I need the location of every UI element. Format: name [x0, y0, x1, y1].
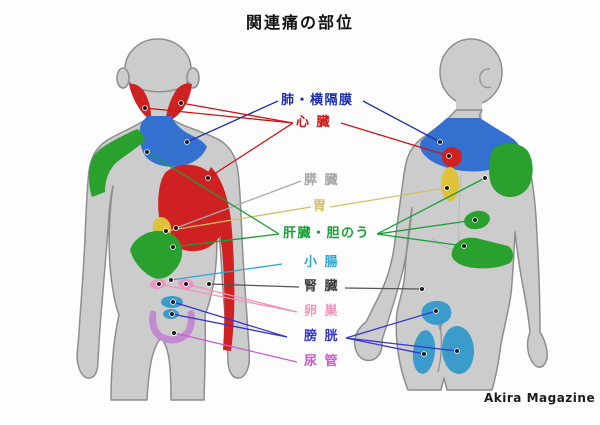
line-kidney-back — [344, 287, 423, 290]
line-heart-jaw-right — [180, 102, 294, 124]
line-bladder-sacrum — [345, 310, 437, 339]
line-kidney-front — [208, 283, 300, 288]
back-region-heart-spot — [442, 147, 462, 167]
line-bladder-buttock-left — [345, 337, 425, 355]
label-small-intestine: 小 腸 — [304, 255, 340, 270]
dot — [169, 311, 175, 317]
dot — [437, 139, 443, 145]
line-bladder-front-upper — [172, 301, 288, 338]
dot — [171, 330, 177, 336]
dot — [419, 286, 425, 292]
label-ovary: 卵 巣 — [304, 304, 340, 319]
line-small-intestine-front — [170, 263, 283, 281]
back-head — [439, 38, 503, 106]
dot — [446, 153, 452, 159]
line-stomach-back — [329, 187, 447, 208]
line-ovary-right — [185, 283, 298, 313]
line-liver-shoulder-front — [146, 151, 280, 235]
dot — [482, 175, 488, 181]
dot — [183, 281, 189, 287]
line-liver-flank-back — [376, 233, 465, 247]
dot — [168, 277, 174, 283]
page-title: 関連痛の部位 — [245, 13, 354, 32]
dot — [421, 351, 427, 357]
dot — [178, 100, 184, 106]
line-liver-oval-back — [376, 219, 476, 235]
dot — [433, 308, 439, 314]
line-liver-shoulder-back — [376, 177, 486, 235]
line-bladder-front-lower — [171, 313, 288, 338]
line-lung-back — [362, 100, 441, 143]
label-kidney: 腎 臓 — [304, 279, 340, 294]
line-ureter-front — [173, 332, 298, 363]
line-heart-jaw-left — [144, 107, 294, 124]
label-liver-gallbladder: 肝臓・胆のう — [283, 226, 371, 241]
label-ureter: 尿 管 — [304, 354, 340, 369]
back-region-liver-shoulder — [489, 143, 533, 197]
line-stomach-front — [165, 206, 312, 232]
front-region-lung-neck — [139, 116, 207, 167]
front-region-liver-shoulder — [89, 129, 145, 197]
dot — [170, 299, 176, 305]
line-liver-abdomen-front — [172, 233, 280, 248]
dot — [472, 217, 478, 223]
label-lung-diaphragm: 肺・横隔膜 — [281, 93, 354, 108]
front-region-ureter-arc — [149, 310, 195, 344]
back-ear-glyph — [479, 68, 492, 89]
dot — [184, 139, 190, 145]
anchor-dots — [142, 100, 488, 357]
front-region-heart-arm-strip — [204, 167, 235, 351]
label-pancreas: 膵 臓 — [304, 173, 340, 188]
dot — [444, 185, 450, 191]
label-bladder: 膀 胱 — [304, 329, 340, 344]
connector-lines — [144, 100, 486, 363]
dot — [173, 225, 179, 231]
line-pancreas-front — [175, 180, 302, 229]
line-heart-chest — [207, 122, 294, 179]
line-ovary-left — [158, 283, 298, 313]
dot — [205, 175, 211, 181]
dot — [170, 244, 176, 250]
dot — [142, 105, 148, 111]
front-region-liver-abdomen — [130, 230, 183, 279]
front-ear-left — [116, 67, 130, 89]
dot — [144, 149, 150, 155]
line-lung-front — [186, 100, 279, 143]
label-stomach: 胃 — [313, 199, 328, 214]
front-ear-right — [186, 67, 200, 89]
line-bladder-buttock-right — [345, 337, 458, 352]
back-region-stomach — [441, 167, 459, 201]
dot — [206, 281, 212, 287]
line-heart-back — [340, 122, 450, 157]
label-heart: 心 臓 — [296, 115, 332, 130]
dot — [461, 243, 467, 249]
dot — [454, 348, 460, 354]
back-region-liver-flank — [451, 237, 514, 269]
dot — [156, 281, 162, 287]
credit-text: Akira Magazine — [484, 391, 596, 405]
dot — [163, 228, 169, 234]
